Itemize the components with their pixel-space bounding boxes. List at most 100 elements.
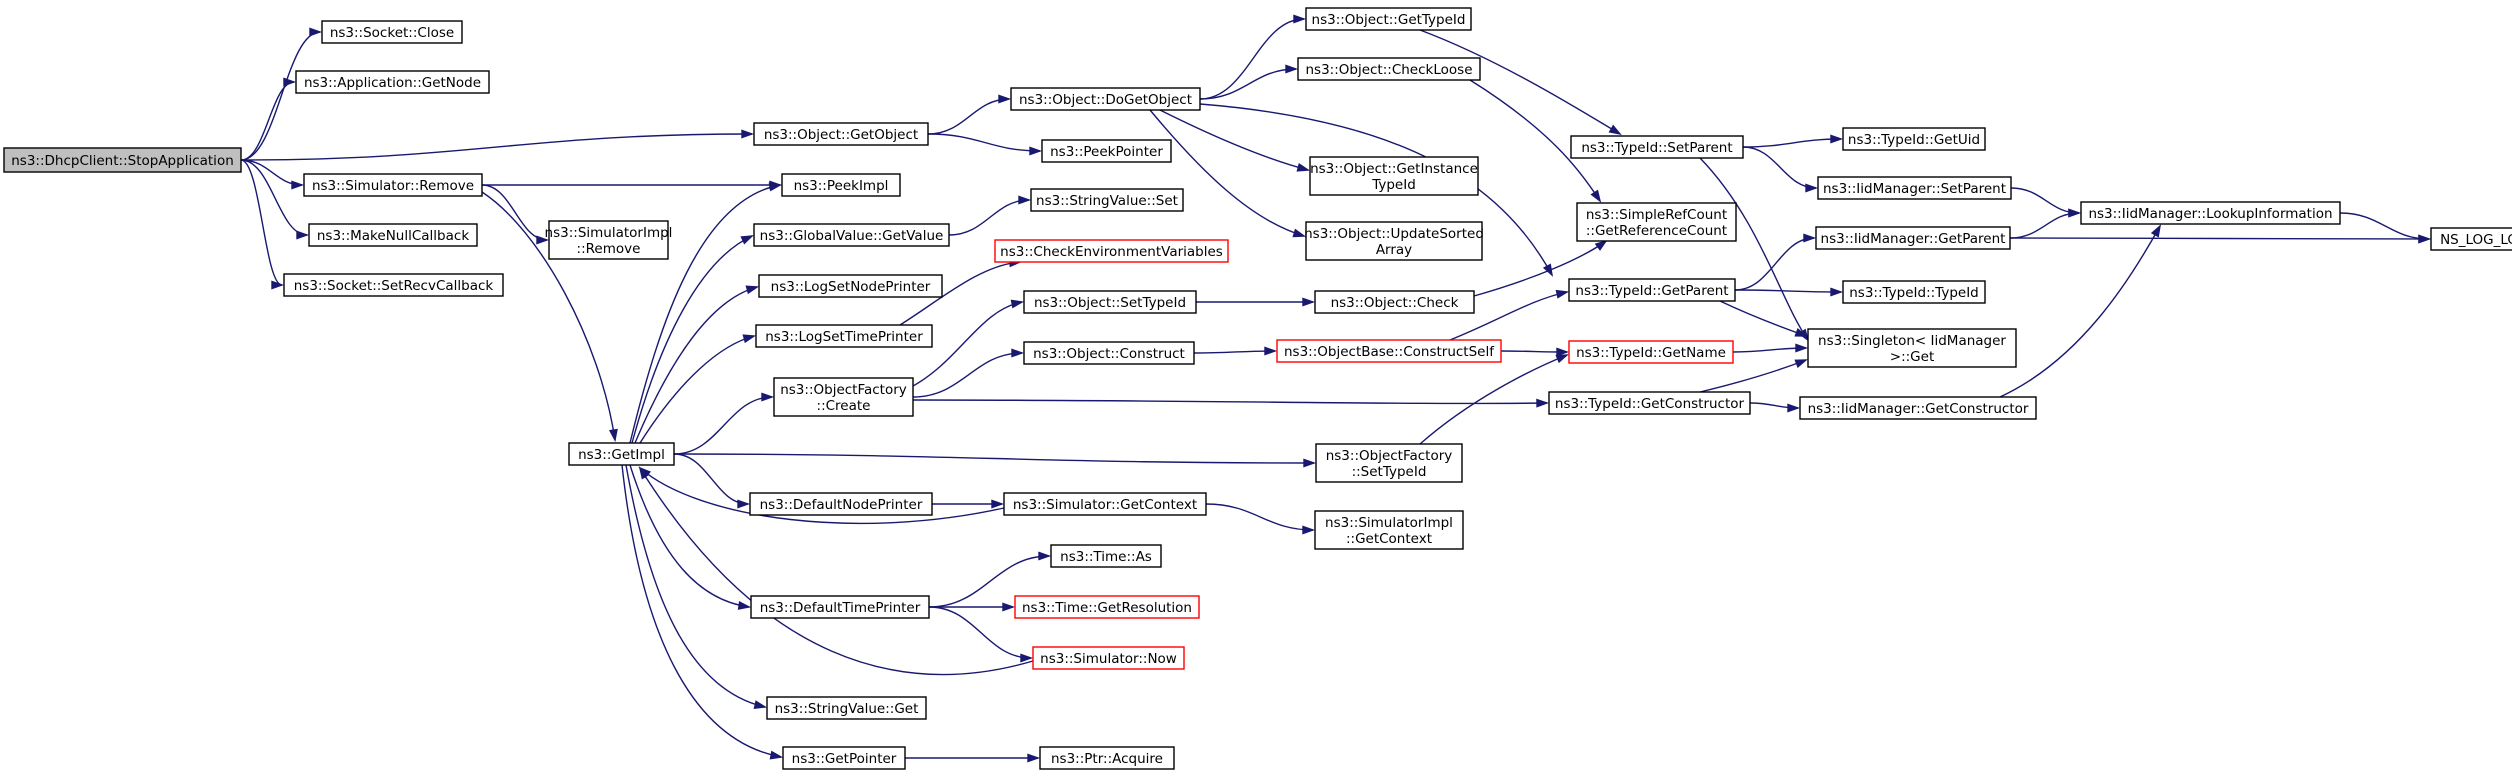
edge-typeidgetparent-to-typeidtypeid xyxy=(1734,287,1844,297)
node-label: ns3::PeekPointer xyxy=(1050,144,1163,160)
node-ofcreate[interactable]: ns3::ObjectFactory::Create xyxy=(773,377,914,417)
node-objcheck[interactable]: ns3::Object::Check xyxy=(1314,290,1475,314)
edge-ofcreate-to-objsettypeid xyxy=(912,299,1025,387)
node-simimplgetctx[interactable]: ns3::SimulatorImpl::GetContext xyxy=(1314,510,1464,550)
node-label: ns3::Simulator::Now xyxy=(1040,651,1177,667)
node-simremove[interactable]: ns3::Simulator::Remove xyxy=(303,173,483,197)
node-logsettime[interactable]: ns3::LogSetTimePrinter xyxy=(755,324,933,348)
node-iidsetparent[interactable]: ns3::IidManager::SetParent xyxy=(1817,176,2012,200)
node-label: ns3::TypeId::GetConstructor xyxy=(1555,396,1745,412)
node-getobject[interactable]: ns3::Object::GetObject xyxy=(753,122,929,146)
node-iidgetctor[interactable]: ns3::IidManager::GetConstructor xyxy=(1799,396,2037,420)
node-label: ns3::Simulator::Remove xyxy=(312,178,474,194)
node-label: ns3::TypeId::SetParent xyxy=(1581,140,1732,156)
node-timegetres[interactable]: ns3::Time::GetResolution xyxy=(1014,595,1200,619)
node-label: ns3::DefaultNodePrinter xyxy=(760,497,923,513)
node-label: ns3::ObjectFactory xyxy=(1326,448,1453,464)
node-objcheckloose[interactable]: ns3::Object::CheckLoose xyxy=(1297,57,1481,81)
node-svset[interactable]: ns3::StringValue::Set xyxy=(1030,188,1184,212)
edge-typeidsetparent-to-singletonget xyxy=(1699,157,1810,342)
edge-typeidgetctor-to-singletonget xyxy=(1699,359,1808,393)
edge-dogetobject-to-objupdsorted xyxy=(1149,109,1307,238)
node-label: ns3::Simulator::GetContext xyxy=(1013,497,1197,513)
node-svget[interactable]: ns3::StringValue::Get xyxy=(766,696,927,720)
node-label: ns3::Object::GetInstance xyxy=(1310,161,1478,177)
node-ptracquire[interactable]: ns3::Ptr::Acquire xyxy=(1039,746,1175,770)
edge-stopapp-to-makenull xyxy=(240,159,310,240)
node-label: ns3::DefaultTimePrinter xyxy=(760,600,921,616)
node-objgettypeid[interactable]: ns3::Object::GetTypeId xyxy=(1305,7,1472,31)
node-gvgetvalue[interactable]: ns3::GlobalValue::GetValue xyxy=(753,223,950,247)
node-objbaseconstruct[interactable]: ns3::ObjectBase::ConstructSelf xyxy=(1276,339,1502,363)
node-label: ns3::Socket::SetRecvCallback xyxy=(294,278,494,294)
node-dogetobject[interactable]: ns3::Object::DoGetObject xyxy=(1010,87,1201,111)
edge-simremove-to-getimpl xyxy=(481,191,618,443)
node-deftimeprinter[interactable]: ns3::DefaultTimePrinter xyxy=(750,595,930,619)
edge-dogetobject-to-objcheckloose xyxy=(1199,64,1299,100)
node-label: ns3::Object::Check xyxy=(1331,295,1459,311)
node-label: ::GetReferenceCount xyxy=(1586,223,1727,239)
edge-objbaseconstruct-to-typeidgetparent xyxy=(1449,289,1570,341)
edge-ofsettypeid-to-typeidgetname xyxy=(1419,354,1569,445)
node-objsettypeid[interactable]: ns3::Object::SetTypeId xyxy=(1023,290,1197,314)
node-typeidgetuid[interactable]: ns3::TypeId::GetUid xyxy=(1842,127,1986,151)
node-peekimpl[interactable]: ns3::PeekImpl xyxy=(781,173,901,197)
node-label: ns3::TypeId::GetUid xyxy=(1848,132,1980,148)
node-iidlookup[interactable]: ns3::IidManager::LookupInformation xyxy=(2080,201,2341,225)
node-singletonget[interactable]: ns3::Singleton< IidManager >::Get xyxy=(1807,328,2017,368)
node-typeidsetparent[interactable]: ns3::TypeId::SetParent xyxy=(1570,135,1744,159)
node-label: >::Get xyxy=(1890,349,1934,365)
node-setrecv[interactable]: ns3::Socket::SetRecvCallback xyxy=(283,273,504,297)
node-simplerefcount[interactable]: ns3::SimpleRefCount::GetReferenceCount xyxy=(1576,202,1737,242)
node-sockclose[interactable]: ns3::Socket::Close xyxy=(321,20,463,44)
edge-gvgetvalue-to-svset xyxy=(948,195,1032,236)
node-label: ns3::Time::GetResolution xyxy=(1022,600,1192,616)
node-iidgetparent[interactable]: ns3::IidManager::GetParent xyxy=(1815,226,2011,250)
edge-getimpl-to-svget xyxy=(625,464,768,710)
node-label: ns3::IidManager::LookupInformation xyxy=(2088,206,2332,222)
node-getimpl[interactable]: ns3::GetImpl xyxy=(568,442,675,466)
edge-simgetcontext-to-simimplgetctx xyxy=(1205,503,1316,535)
node-typeidgetparent[interactable]: ns3::TypeId::GetParent xyxy=(1568,278,1736,302)
node-checkenv[interactable]: ns3::CheckEnvironmentVariables xyxy=(994,239,1229,263)
node-logsetnode[interactable]: ns3::LogSetNodePrinter xyxy=(758,274,943,298)
node-typeidtypeid[interactable]: ns3::TypeId::TypeId xyxy=(1842,280,1986,304)
node-simnow[interactable]: ns3::Simulator::Now xyxy=(1032,646,1185,670)
node-typeidgetname[interactable]: ns3::TypeId::GetName xyxy=(1568,340,1734,364)
node-stopapp[interactable]: ns3::DhcpClient::StopApplication xyxy=(3,147,242,173)
node-label: ns3::GetImpl xyxy=(578,447,665,463)
node-defnodeprinter[interactable]: ns3::DefaultNodePrinter xyxy=(749,492,933,516)
edges-layer xyxy=(240,14,2432,763)
edge-defnodeprinter-to-simgetcontext xyxy=(932,499,1005,509)
node-simgetcontext[interactable]: ns3::Simulator::GetContext xyxy=(1003,492,1207,516)
node-label: ::SetTypeId xyxy=(1352,464,1427,480)
edge-getimpl-to-ofsettypeid xyxy=(673,453,1317,468)
edge-deftimeprinter-to-timegetres xyxy=(928,602,1016,612)
node-label: ns3::CheckEnvironmentVariables xyxy=(1000,244,1223,260)
node-label: ns3::ObjectFactory xyxy=(780,382,907,398)
node-getpointer[interactable]: ns3::GetPointer xyxy=(782,746,906,770)
node-label: ns3::SimpleRefCount xyxy=(1586,207,1727,223)
node-label: ns3::Object::CheckLoose xyxy=(1305,62,1472,78)
node-typeidgetctor[interactable]: ns3::TypeId::GetConstructor xyxy=(1548,391,1751,415)
edge-stopapp-to-getobject xyxy=(240,129,755,161)
node-label: ns3::Ptr::Acquire xyxy=(1051,751,1163,767)
edge-objgettypeid-to-typeidsetparent xyxy=(1419,29,1622,136)
node-makenull[interactable]: ns3::MakeNullCallback xyxy=(308,223,478,247)
node-appgetnode[interactable]: ns3::Application::GetNode xyxy=(295,70,490,94)
edge-typeidsetparent-to-typeidgetuid xyxy=(1742,134,1844,148)
edge-getimpl-to-logsettime xyxy=(639,334,757,444)
node-peekpointer[interactable]: ns3::PeekPointer xyxy=(1041,139,1172,163)
node-simimplremove[interactable]: ns3::SimulatorImpl::Remove xyxy=(545,220,673,260)
edge-iidgetparent-to-iidlookup xyxy=(2009,208,2082,239)
node-nslog[interactable]: NS_LOG_LOGIC xyxy=(2430,227,2512,251)
node-label: ns3::IidManager::GetConstructor xyxy=(1808,401,2029,417)
node-objconstruct[interactable]: ns3::Object::Construct xyxy=(1023,341,1195,365)
node-timeas[interactable]: ns3::Time::As xyxy=(1050,544,1162,568)
node-ofsettypeid[interactable]: ns3::ObjectFactory::SetTypeId xyxy=(1315,443,1463,483)
node-label: ns3::DhcpClient::StopApplication xyxy=(11,153,234,169)
edge-getimpl-to-ofcreate xyxy=(673,392,775,455)
edge-typeidgetparent-to-iidgetparent xyxy=(1734,233,1817,291)
